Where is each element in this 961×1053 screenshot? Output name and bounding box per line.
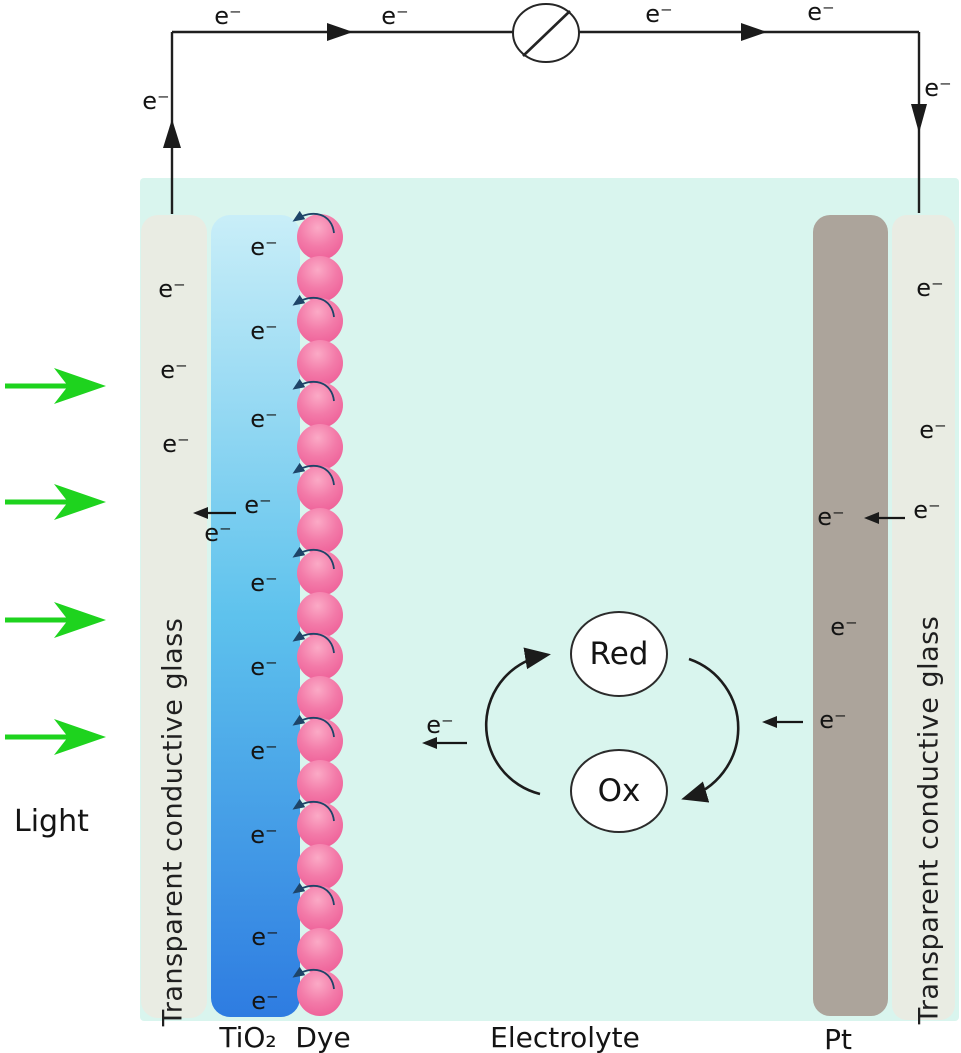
- electron-label: e⁻: [807, 0, 835, 26]
- electron-label: e⁻: [645, 0, 673, 28]
- dye-molecule: [297, 844, 343, 890]
- light-label: Light: [14, 804, 89, 839]
- electron-label: e⁻: [913, 496, 941, 524]
- dye-molecule: [297, 508, 343, 554]
- right-conductive-glass: [892, 215, 955, 1020]
- tio2-layer: [211, 215, 300, 1017]
- dye-molecule: [297, 970, 343, 1016]
- dye-molecule: [297, 802, 343, 848]
- electron-label: e⁻: [142, 87, 170, 115]
- electron-label: e⁻: [244, 491, 272, 519]
- current-arrow-down: [911, 104, 927, 133]
- light-ray-arrowhead-icon: [54, 484, 106, 520]
- pt-label: Pt: [824, 1023, 852, 1053]
- electron-label: e⁻: [250, 405, 278, 433]
- electron-label: e⁻: [250, 317, 278, 345]
- dye-molecule: [297, 340, 343, 386]
- dye-molecule: [297, 676, 343, 722]
- left-glass-label: Transparent conductive glass: [157, 617, 189, 1027]
- dye-layer: [297, 214, 343, 1019]
- light-ray-shaft: [5, 734, 69, 740]
- dye-molecule: [297, 256, 343, 302]
- electron-label: e⁻: [426, 711, 454, 739]
- dye-molecule: [297, 466, 343, 512]
- tio2-label: TiO₂: [219, 1021, 277, 1053]
- dye-molecule: [297, 592, 343, 638]
- electrolyte-label: Electrolyte: [490, 1021, 640, 1053]
- red-label: Red: [589, 636, 649, 672]
- electron-label: e⁻: [251, 987, 279, 1015]
- electron-label: e⁻: [250, 569, 278, 597]
- electron-label: e⁻: [214, 2, 242, 30]
- electron-label: e⁻: [250, 737, 278, 765]
- light-ray-arrowhead-icon: [54, 368, 106, 404]
- ox-label: Ox: [597, 773, 641, 809]
- electron-label: e⁻: [250, 821, 278, 849]
- electron-label: e⁻: [830, 613, 858, 641]
- electron-label: e⁻: [819, 706, 847, 734]
- dye-molecule: [297, 718, 343, 764]
- ox-species: Ox: [570, 749, 668, 833]
- dye-molecule: [297, 634, 343, 680]
- electron-label: e⁻: [924, 74, 952, 102]
- electron-label: e⁻: [817, 503, 845, 531]
- ammeter-needle-icon: [522, 10, 571, 57]
- electron-label: e⁻: [162, 430, 190, 458]
- current-arrow-up: [163, 119, 181, 148]
- dye-molecule: [297, 424, 343, 470]
- dye-molecule: [297, 886, 343, 932]
- red-species: Red: [570, 611, 668, 697]
- electron-label: e⁻: [158, 275, 186, 303]
- dye-molecule: [297, 550, 343, 596]
- current-arrow-right-1: [327, 23, 353, 41]
- dye-molecule: [297, 382, 343, 428]
- electron-label: e⁻: [204, 519, 232, 547]
- electron-label: e⁻: [251, 923, 279, 951]
- electron-label: e⁻: [160, 356, 188, 384]
- electron-label: e⁻: [916, 274, 944, 302]
- light-ray-shaft: [5, 383, 69, 389]
- electron-label: e⁻: [919, 416, 947, 444]
- electron-label: e⁻: [250, 233, 278, 261]
- dye-molecule: [297, 298, 343, 344]
- light-ray-arrowhead-icon: [54, 602, 106, 638]
- pt-electrode: [813, 215, 888, 1016]
- light-rays: [5, 368, 106, 755]
- electron-label: e⁻: [381, 2, 409, 30]
- light-ray-arrowhead-icon: [54, 719, 106, 755]
- dye-molecule: [297, 928, 343, 974]
- ammeter-icon: [512, 3, 580, 63]
- left-conductive-glass: [141, 215, 207, 1018]
- dye-label: Dye: [295, 1021, 351, 1053]
- current-arrow-right-2: [741, 23, 767, 41]
- light-ray-shaft: [5, 499, 69, 505]
- electron-label: e⁻: [250, 653, 278, 681]
- dye-molecule: [297, 760, 343, 806]
- dye-molecule: [297, 214, 343, 260]
- light-ray-shaft: [5, 617, 69, 623]
- right-glass-label: Transparent conductive glass: [913, 615, 945, 1025]
